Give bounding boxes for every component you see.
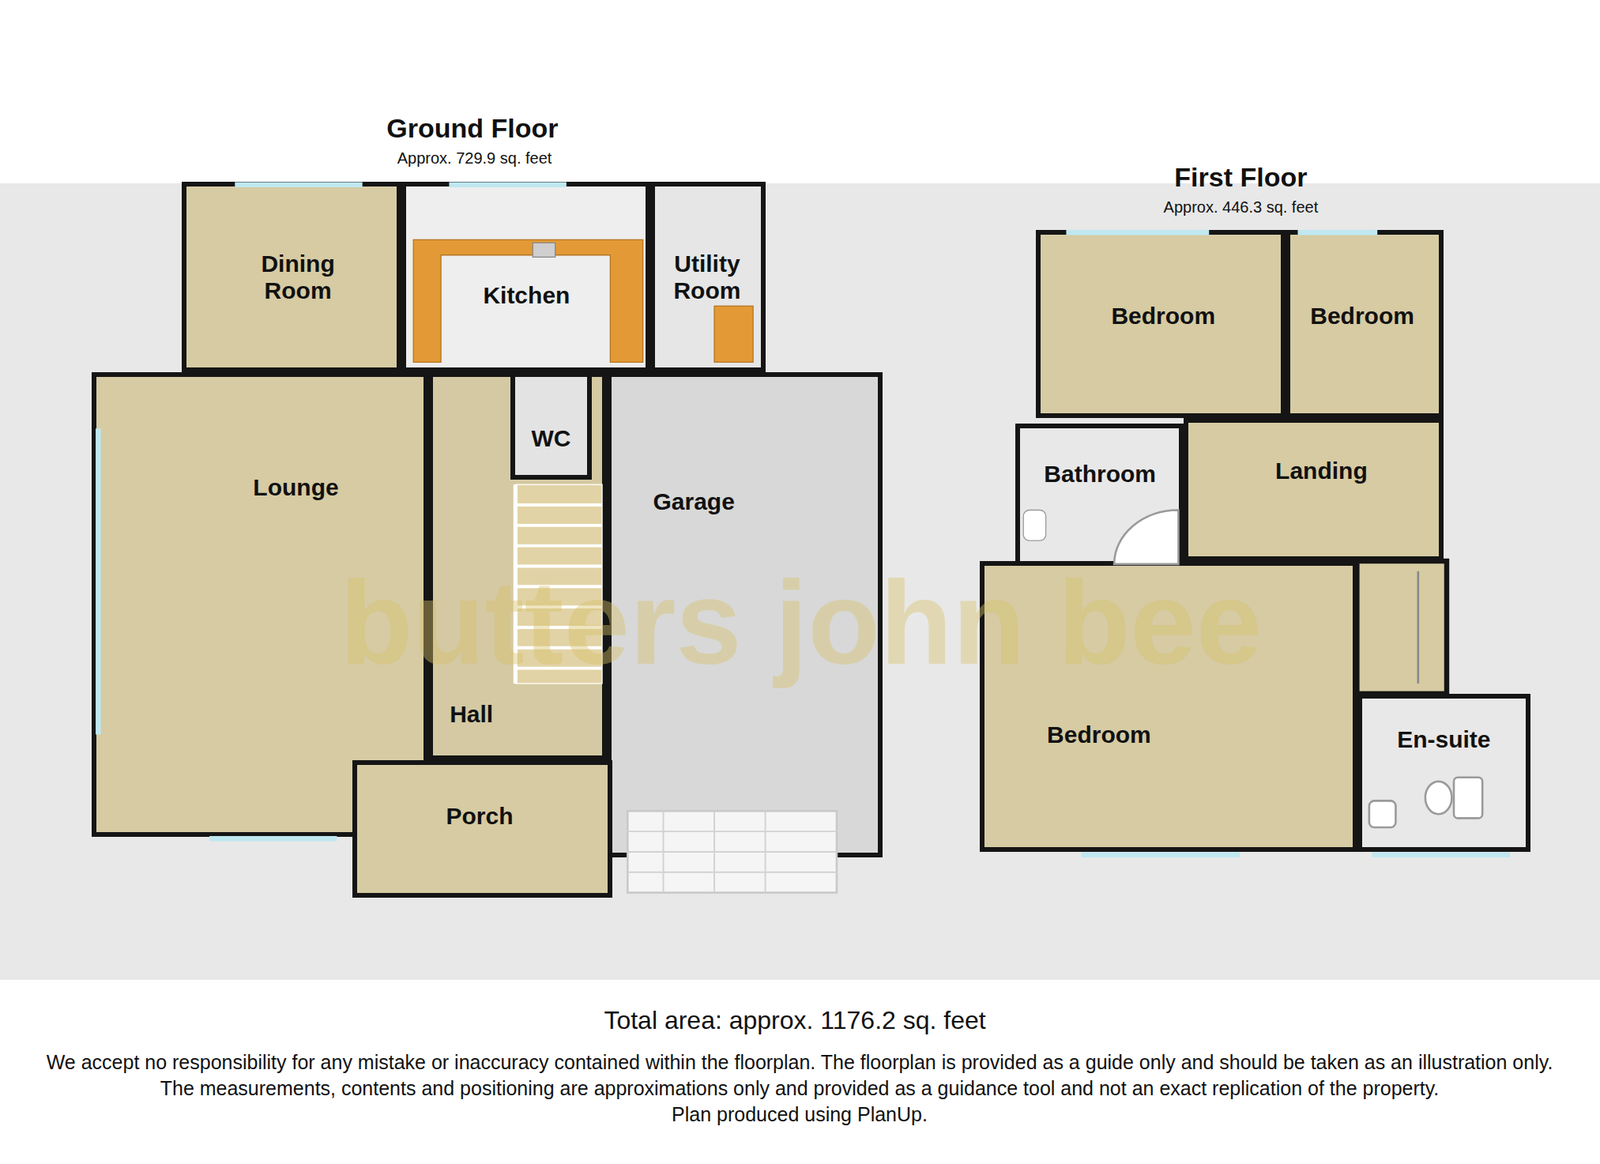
room: Bedroom bbox=[1035, 229, 1286, 419]
room: Porch bbox=[352, 760, 613, 898]
floor-area: Approx. 729.9 sq. feet bbox=[270, 149, 679, 168]
room: Dining Room bbox=[181, 181, 402, 373]
disclaimer: We accept no responsibility for any mist… bbox=[33, 1049, 1567, 1102]
floor-area: Approx. 446.3 sq. feet bbox=[1036, 198, 1446, 217]
room: Bedroom bbox=[1285, 229, 1444, 419]
room: En-suite bbox=[1357, 693, 1532, 852]
room-label: WC bbox=[515, 425, 587, 453]
kitchen-counter bbox=[413, 239, 643, 362]
windows bbox=[97, 184, 1510, 855]
room-label: Bedroom bbox=[1037, 721, 1160, 750]
wardrobe bbox=[1356, 560, 1447, 694]
room-label: Dining Room bbox=[241, 250, 354, 305]
floor-heading: First Floor bbox=[1036, 161, 1446, 193]
room-label: Bedroom bbox=[1301, 302, 1424, 331]
credit: Plan produced using PlanUp. bbox=[404, 1101, 1195, 1128]
room-label: Landing bbox=[1260, 457, 1383, 486]
room-label: Porch bbox=[423, 802, 536, 831]
floor-plan: Ground FloorApprox. 729.9 sq. feetDining… bbox=[60, 101, 898, 919]
room: WC bbox=[510, 372, 592, 480]
en-suite-fittings bbox=[1369, 777, 1483, 828]
garage-door bbox=[627, 810, 837, 893]
floor-heading: Ground Floor bbox=[268, 112, 678, 144]
bath-tub bbox=[1023, 509, 1179, 564]
room-label: Bathroom bbox=[1028, 460, 1172, 489]
room-label: Kitchen bbox=[450, 282, 604, 310]
room: Landing bbox=[1183, 417, 1444, 561]
room-label: Utility Room bbox=[655, 250, 758, 305]
room-label: Hall bbox=[430, 700, 512, 729]
watermark: butters john bee bbox=[50, 563, 1552, 682]
room-label: Bedroom bbox=[1102, 302, 1225, 331]
caption: Total area: approx. 1176.2 sq. feet bbox=[320, 1005, 1269, 1036]
room-label: Lounge bbox=[193, 474, 398, 502]
room-label: Garage bbox=[627, 488, 761, 516]
utility-counter bbox=[714, 305, 753, 362]
room-label: En-suite bbox=[1377, 726, 1510, 754]
